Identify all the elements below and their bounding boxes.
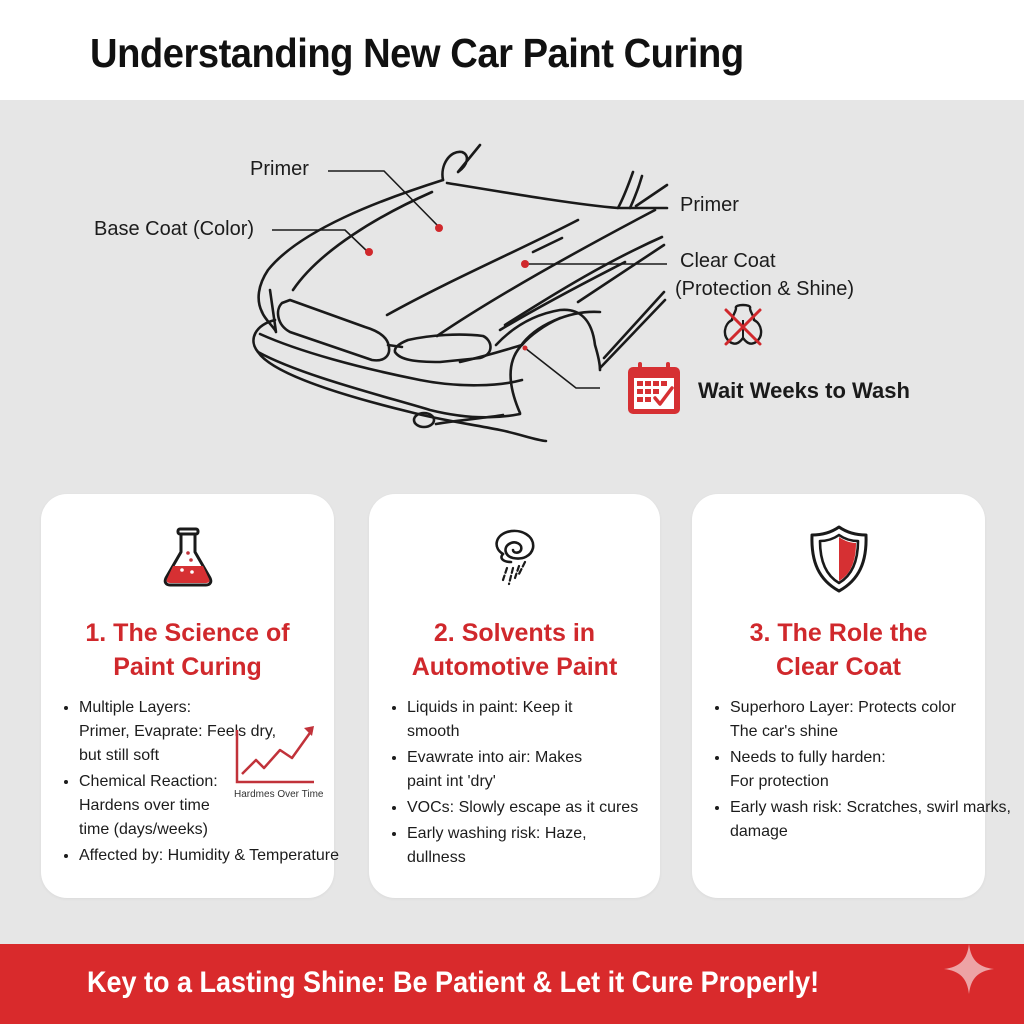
- label-base-coat: Base Coat (Color): [94, 218, 255, 240]
- flask-icon: [163, 527, 212, 587]
- mini-chart-label: Hardmes Over Time: [234, 789, 324, 800]
- list-item: Early washing risk: Haze, dullness: [407, 822, 654, 870]
- label-clear-coat: Clear Coat: [680, 250, 776, 272]
- list-item: Needs to fully harden: For protection: [730, 746, 1024, 794]
- card-title: 3. The Role the Clear Coat: [749, 619, 928, 681]
- label-primer-left: Primer: [250, 158, 309, 180]
- card-solvents: 2. Solvents in Automotive Paint Liquids …: [369, 494, 660, 898]
- callout-lines: [272, 170, 667, 389]
- shield-icon: [809, 525, 868, 593]
- list-item: VOCs: Slowly escape as it cures: [407, 796, 654, 820]
- card-science-of-curing: 1. The Science of Paint Curing Multiple …: [41, 494, 339, 898]
- evaporation-swirl-icon: [494, 529, 534, 586]
- header: Understanding New Car Paint Curing: [0, 0, 1024, 100]
- card-bullets: Multiple Layers: Primer, Evaprate: Feels…: [59, 696, 339, 870]
- list-item: Affected by: Humidity & Temperature: [79, 844, 339, 868]
- card-bullets: Superhoro Layer: Protects color The car'…: [710, 696, 1024, 846]
- calendar-check-icon: [628, 362, 680, 414]
- card-title: 2. Solvents in Automotive Paint: [411, 619, 618, 681]
- footer-tagline: Key to a Lasting Shine: Be Patient & Let…: [87, 966, 820, 999]
- card-bullets: Liquids in paint: Keep it smooth Evawrat…: [387, 696, 654, 872]
- list-item: Evawrate into air: Makes paint int 'dry': [407, 746, 654, 794]
- list-item: Multiple Layers: Primer, Evaprate: Feels…: [79, 696, 328, 768]
- list-item: Chemical Reaction: Hardens over time tim…: [79, 770, 328, 842]
- card-title: 1. The Science of Paint Curing: [85, 619, 290, 681]
- car-paint-diagram: Primer Base Coat (Color) Primer Clear Co…: [0, 100, 1024, 480]
- no-washing-icon: [723, 303, 763, 346]
- list-item: Early wash risk: Scratches, swirl marks,…: [730, 796, 1024, 844]
- car-outline-illustration: [252, 143, 669, 443]
- list-item: Superhoro Layer: Protects color The car'…: [730, 696, 1024, 744]
- hardness-trend-chart-icon: [235, 726, 314, 784]
- wait-weeks-label: Wait Weeks to Wash: [698, 378, 910, 403]
- label-clear-coat-sub: (Protection & Shine): [675, 278, 854, 300]
- sparkle-icon: [944, 944, 994, 994]
- footer-banner: Key to a Lasting Shine: Be Patient & Let…: [0, 944, 1024, 1024]
- page-title: Understanding New Car Paint Curing: [90, 30, 744, 76]
- card-clear-coat: 3. The Role the Clear Coat Superhoro Lay…: [692, 494, 1011, 898]
- label-primer-right: Primer: [680, 194, 739, 216]
- list-item: Liquids in paint: Keep it smooth: [407, 696, 654, 744]
